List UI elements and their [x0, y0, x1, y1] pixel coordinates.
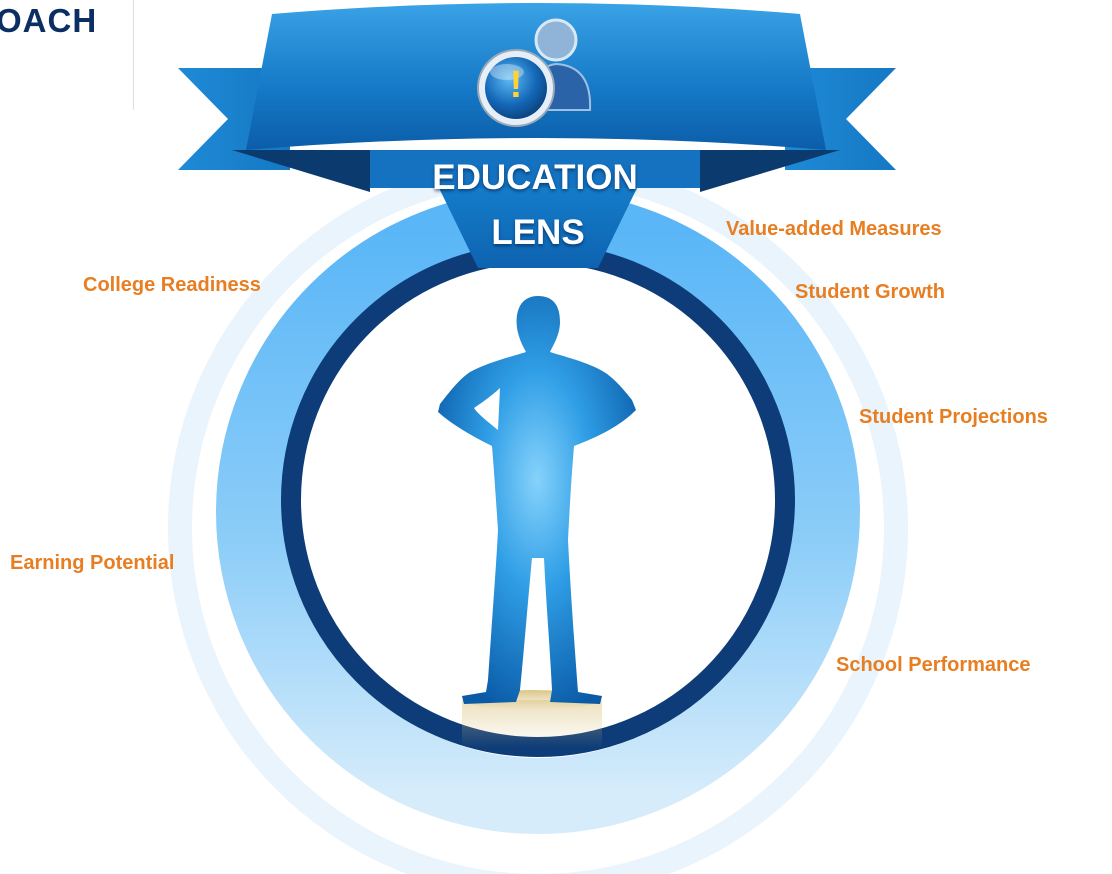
- label-student-growth: Student Growth: [795, 281, 945, 303]
- label-college-readiness: College Readiness: [83, 274, 261, 296]
- banner-title-line1: EDUCATION: [432, 158, 638, 197]
- exclamation-glyph: !: [509, 64, 523, 106]
- info-person-icon: [477, 18, 592, 127]
- label-earning-potential: Earning Potential: [10, 552, 175, 574]
- label-school-performance: School Performance: [836, 654, 1031, 676]
- label-student-projections: Student Projections: [859, 406, 1048, 428]
- corner-divider: [133, 0, 134, 110]
- banner-title-line2: LENS: [491, 213, 585, 252]
- person-silhouette: [438, 296, 636, 748]
- banner-left-fold: [232, 150, 370, 192]
- label-value-added-measures: Value-added Measures: [726, 218, 942, 240]
- banner-right-fold: [700, 150, 840, 192]
- corner-title: OACH: [0, 2, 98, 39]
